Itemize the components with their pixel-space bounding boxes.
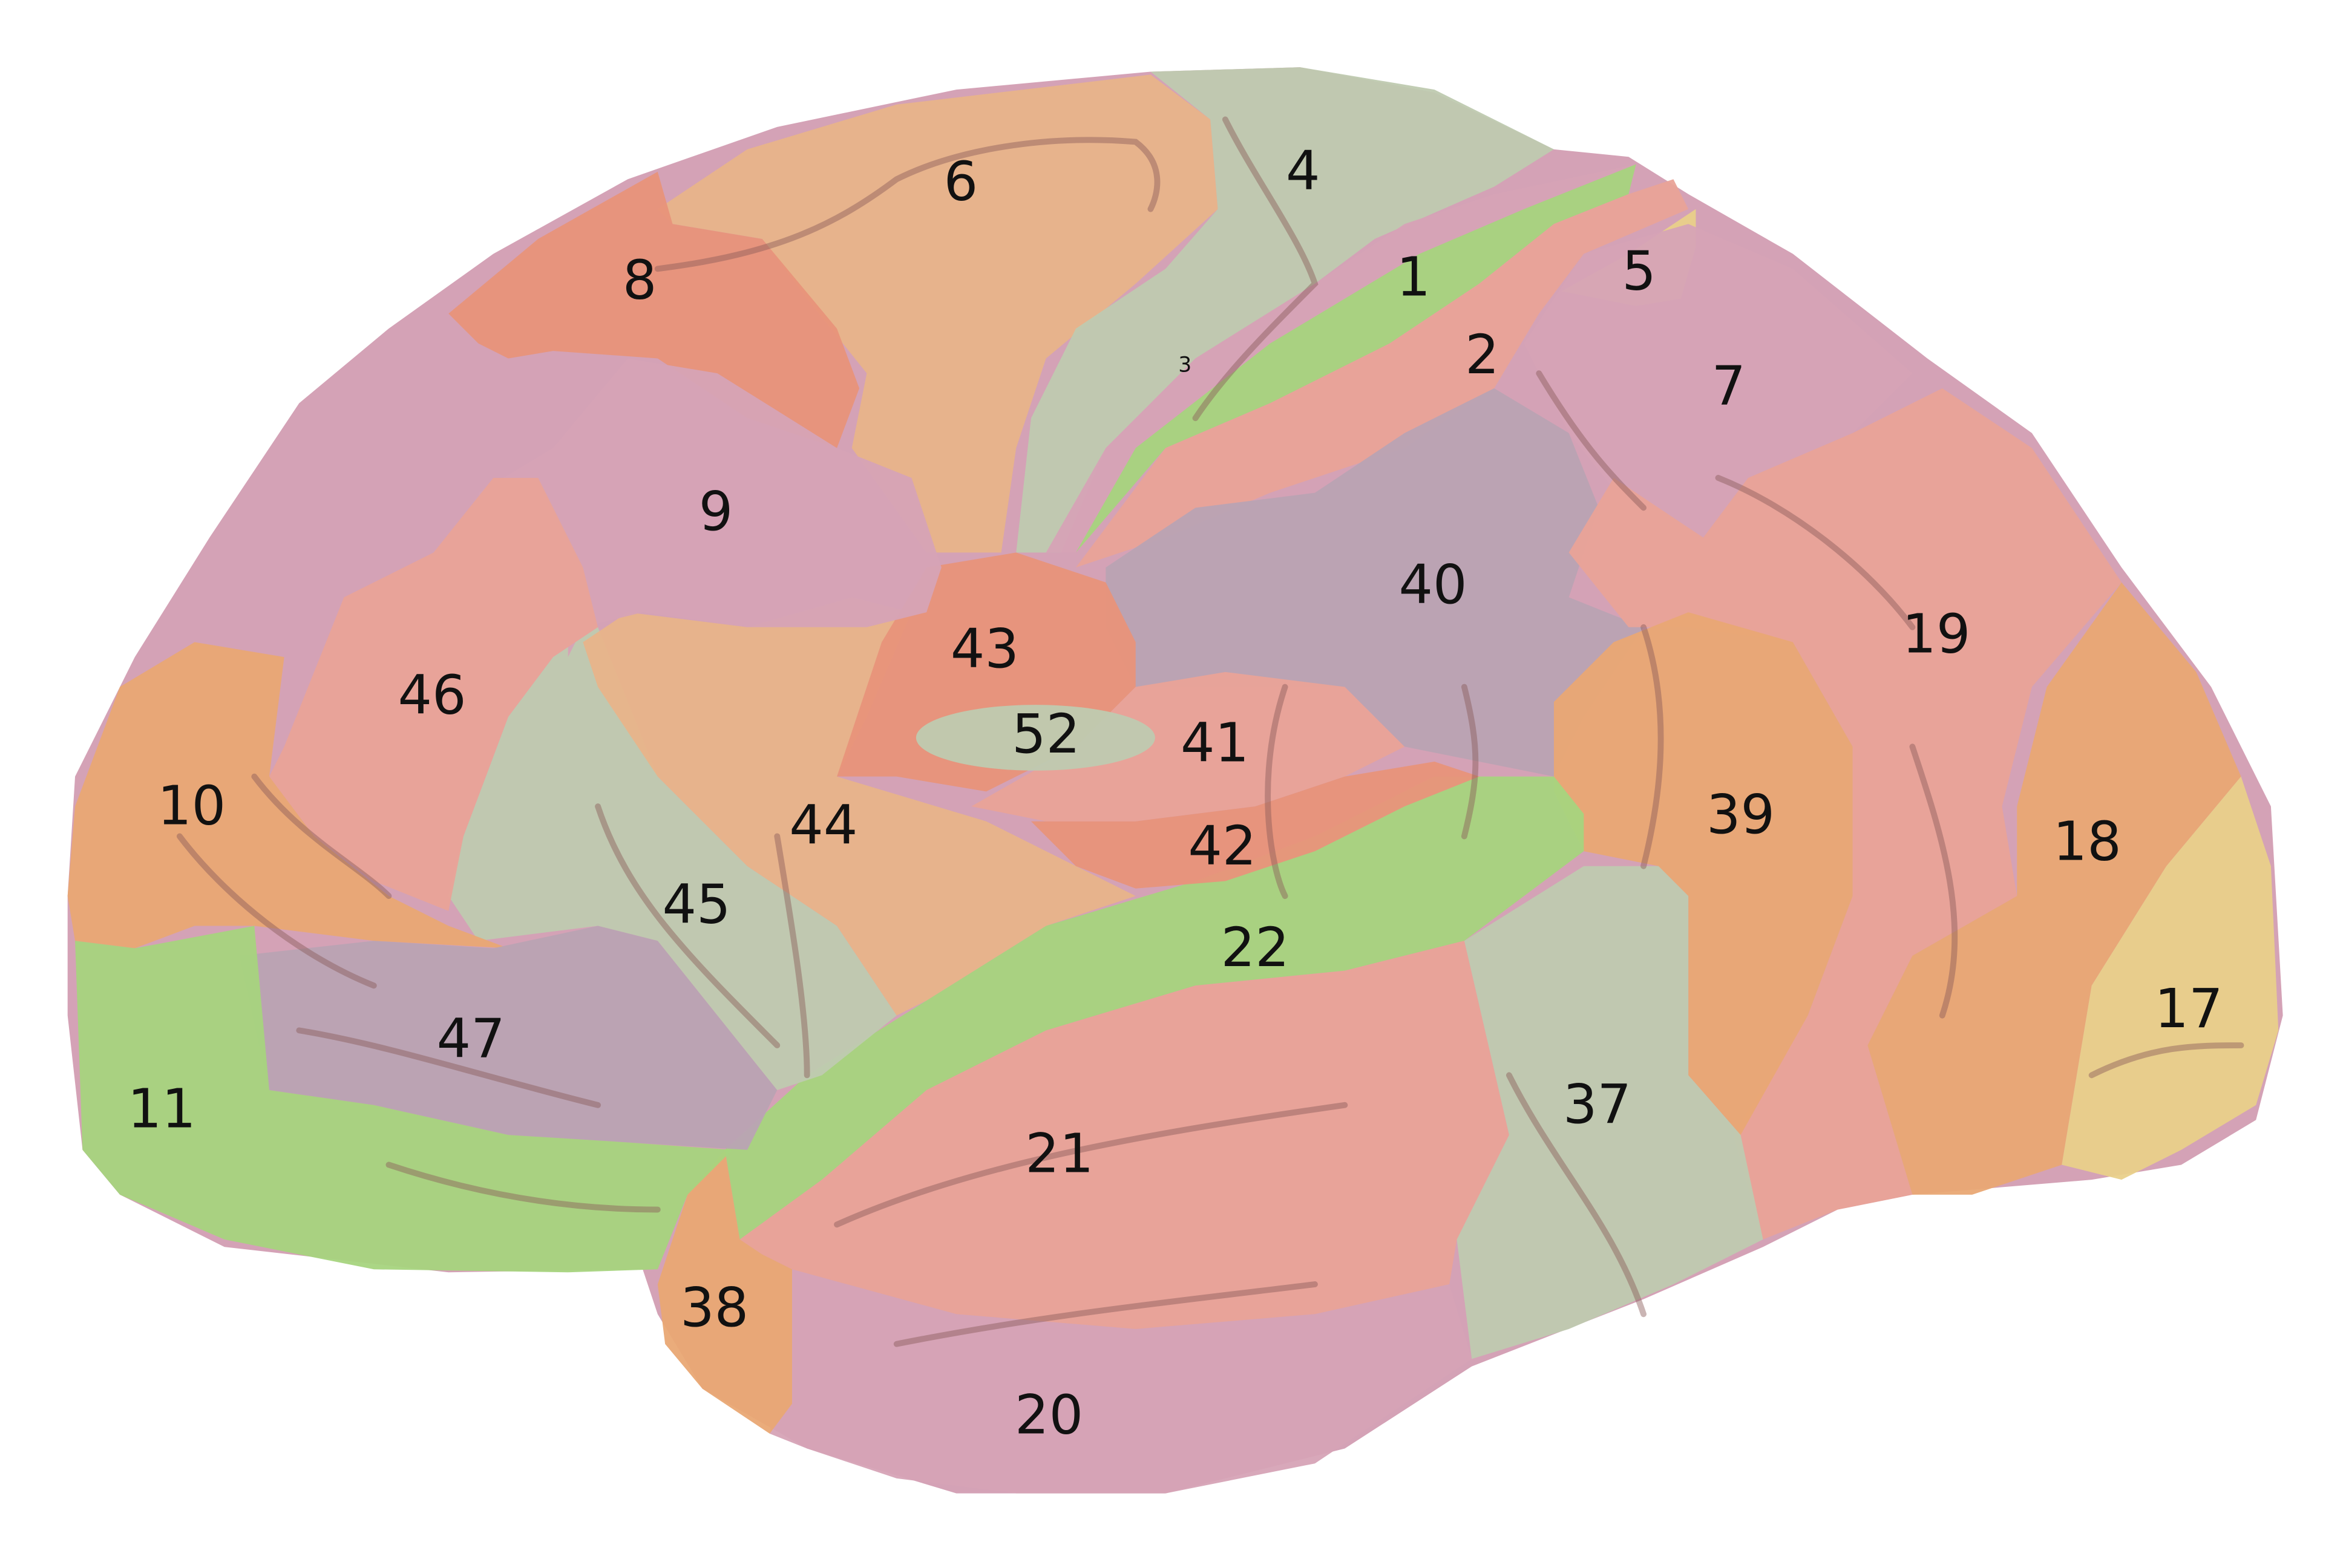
area-17[interactable] bbox=[2062, 776, 2279, 1180]
label-area-41: 41 bbox=[1181, 712, 1249, 774]
area-37[interactable] bbox=[1457, 866, 1763, 1359]
label-area-46: 46 bbox=[398, 664, 467, 727]
area-4[interactable] bbox=[1016, 67, 1554, 553]
area-labels: 4 6 8 1 5 2 3 7 9 40 19 43 46 52 41 10 4… bbox=[128, 140, 2223, 1446]
area-1[interactable] bbox=[1076, 164, 1636, 553]
label-area-38: 38 bbox=[680, 1276, 749, 1339]
label-area-8: 8 bbox=[623, 249, 657, 311]
area-39[interactable] bbox=[1553, 612, 1853, 1135]
area-44[interactable] bbox=[583, 597, 1136, 1016]
label-area-9: 9 bbox=[699, 480, 733, 543]
label-area-6: 6 bbox=[944, 151, 978, 213]
label-area-37: 37 bbox=[1563, 1073, 1631, 1135]
label-area-3: 3 bbox=[1178, 353, 1191, 377]
regions bbox=[67, 67, 2279, 1494]
area-18[interactable] bbox=[1867, 582, 2241, 1195]
label-area-43: 43 bbox=[951, 618, 1019, 680]
area-7[interactable] bbox=[1524, 224, 1913, 538]
label-area-44: 44 bbox=[789, 794, 857, 856]
area-19[interactable] bbox=[1568, 388, 2122, 1240]
area-20[interactable] bbox=[769, 1269, 1472, 1494]
label-area-47: 47 bbox=[437, 1007, 505, 1070]
area-47[interactable] bbox=[239, 926, 778, 1150]
area-41[interactable] bbox=[971, 671, 1405, 822]
label-area-5: 5 bbox=[1622, 240, 1656, 302]
label-area-42: 42 bbox=[1188, 815, 1256, 877]
area-42[interactable] bbox=[1031, 761, 1480, 889]
area-9[interactable] bbox=[478, 358, 942, 658]
area-6[interactable] bbox=[657, 74, 1218, 553]
area-46[interactable] bbox=[269, 477, 598, 911]
label-area-18: 18 bbox=[2053, 811, 2122, 873]
label-area-21: 21 bbox=[1025, 1123, 1093, 1185]
area-10[interactable] bbox=[67, 642, 508, 949]
label-area-20: 20 bbox=[1015, 1384, 1083, 1446]
area-8[interactable] bbox=[448, 171, 860, 448]
label-area-17: 17 bbox=[2155, 978, 2223, 1040]
label-area-10: 10 bbox=[157, 774, 226, 837]
area-21[interactable] bbox=[739, 941, 1509, 1330]
area-11[interactable] bbox=[75, 926, 733, 1273]
area-45[interactable] bbox=[448, 627, 897, 1091]
area-22[interactable] bbox=[724, 776, 1584, 1240]
label-area-52: 52 bbox=[1012, 703, 1080, 765]
label-area-19: 19 bbox=[1902, 603, 1970, 665]
label-area-2: 2 bbox=[1465, 324, 1499, 386]
label-area-45: 45 bbox=[662, 873, 730, 935]
area-38[interactable] bbox=[657, 1149, 792, 1434]
label-area-22: 22 bbox=[1221, 916, 1289, 979]
label-area-1: 1 bbox=[1397, 246, 1431, 308]
area-2[interactable] bbox=[1076, 179, 1689, 568]
label-area-7: 7 bbox=[1712, 355, 1746, 417]
label-area-4: 4 bbox=[1286, 140, 1320, 202]
label-area-11: 11 bbox=[128, 1077, 196, 1140]
area-52[interactable] bbox=[916, 705, 1155, 771]
sulci bbox=[176, 116, 2244, 1347]
label-area-40: 40 bbox=[1398, 554, 1467, 616]
label-area-39: 39 bbox=[1706, 783, 1775, 846]
